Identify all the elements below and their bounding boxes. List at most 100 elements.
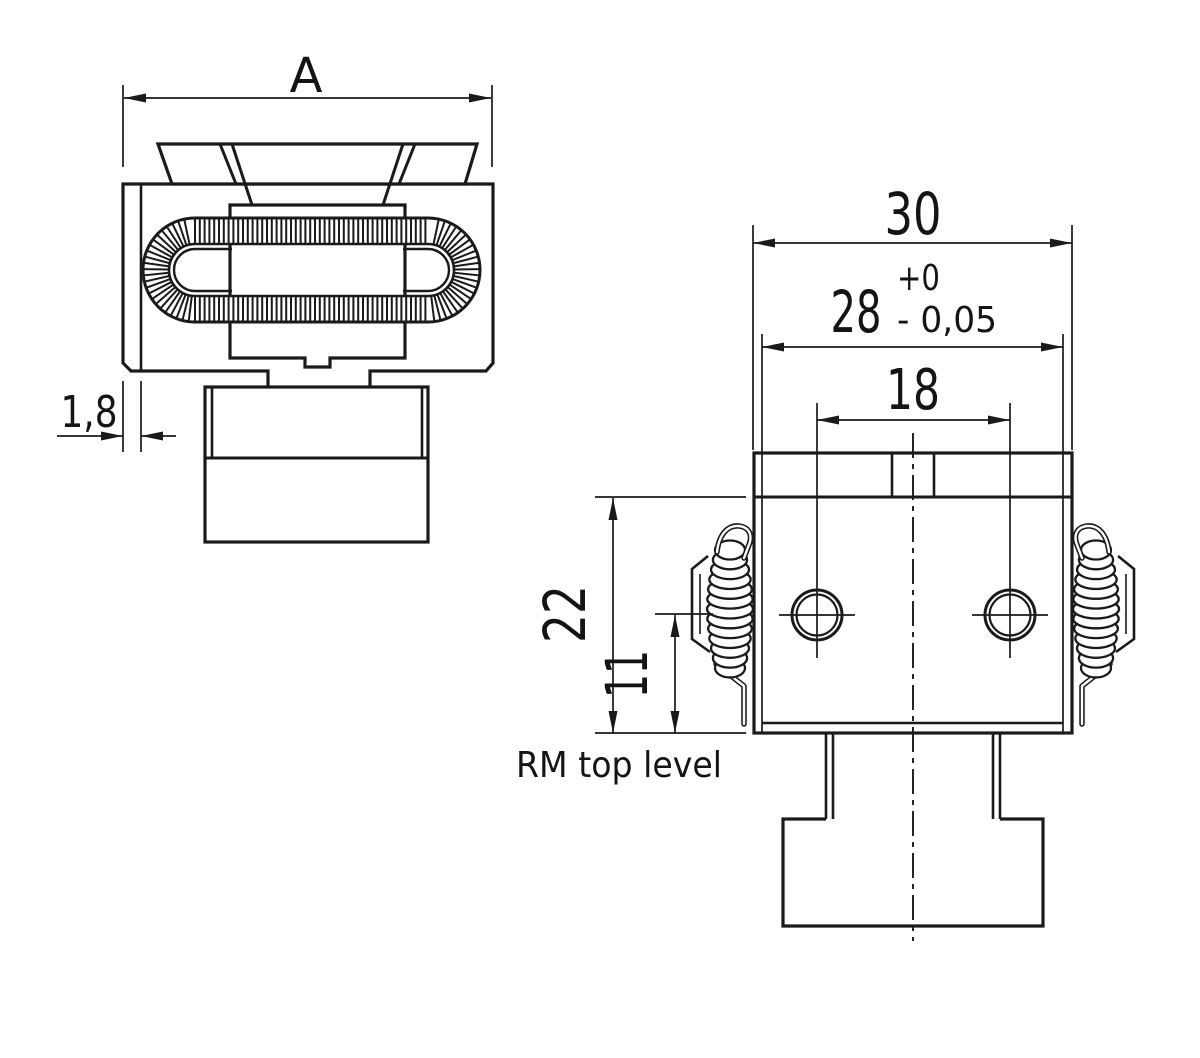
- coil-hatch-tick: [453, 271, 480, 277]
- arrowhead: [762, 342, 784, 352]
- garter-spring: [141, 216, 482, 324]
- arrowhead: [753, 238, 775, 248]
- dimension-18: 18: [779, 358, 1048, 658]
- coil-hatch-tick: [164, 290, 181, 314]
- arrowhead: [124, 93, 146, 103]
- front-view: 30 28 +0 - 0,05 18 22: [516, 180, 1136, 941]
- spring-hook-wire-core: [1074, 524, 1111, 560]
- coil-hatch-tick: [143, 271, 170, 277]
- arrowhead: [1041, 342, 1063, 352]
- coil-hatch-tick: [175, 293, 187, 319]
- dimension-22: 22: [531, 496, 746, 733]
- coil-window-mask: [232, 246, 403, 294]
- arrowhead: [608, 711, 618, 733]
- dim-11-label: 11: [593, 650, 661, 698]
- arrowhead: [670, 615, 680, 637]
- spring-clip-tab: [690, 554, 711, 654]
- arrowhead: [670, 711, 680, 733]
- coil-hatch-tick: [450, 243, 474, 259]
- coil-hatch-tick: [187, 295, 193, 322]
- side-spring-left: [690, 523, 755, 727]
- coil-hatch-tick: [441, 225, 458, 249]
- coil-hatch-tick: [144, 274, 170, 283]
- coil-hatch-tick: [444, 288, 464, 310]
- dim-a-label: A: [290, 48, 323, 104]
- coil-hatch-tick: [446, 233, 467, 253]
- side-spring-right-content: [1071, 523, 1136, 727]
- coil-hatch-tick: [183, 218, 191, 245]
- funnel-wing-edge-left: [218, 143, 238, 185]
- coil-hatch-tick: [143, 261, 170, 268]
- arrowhead: [988, 415, 1010, 425]
- coil-hatch-tick: [438, 222, 452, 248]
- coil-hatch-tick: [452, 255, 479, 265]
- rm-top-level-label: RM top level: [516, 745, 722, 786]
- dimension-a: A: [122, 48, 493, 167]
- spring-coil: [1071, 539, 1121, 679]
- rm-top-level-annotation: RM top level: [516, 732, 746, 786]
- coil-hatch-tick: [442, 290, 459, 314]
- arrowhead: [141, 431, 163, 441]
- coil-hatch-tick: [156, 233, 177, 253]
- dim-30-label: 30: [885, 180, 942, 248]
- coil-hatch-tick: [448, 238, 471, 256]
- coil-hatch-tick: [165, 225, 182, 249]
- coil-outer-outline: [141, 216, 482, 324]
- coil-hatch-tick: [171, 222, 185, 248]
- spring-clip-tab: [1115, 554, 1136, 654]
- funnel-trapezoid: [155, 142, 480, 186]
- lower-block: [203, 385, 430, 544]
- coil-hatch-tick: [148, 280, 173, 295]
- coil-hatch-tick: [453, 261, 480, 268]
- coil-hatch-tick: [436, 293, 448, 319]
- funnel-wing-edge-right: [397, 143, 417, 185]
- coil-hatch-tick: [149, 243, 173, 259]
- dimension-1-8: 1,8: [57, 381, 176, 452]
- coil-hatch-tick: [151, 283, 175, 300]
- dimension-30: 30: [752, 180, 1073, 450]
- arrowhead: [608, 498, 618, 520]
- coil-hatch-tick: [430, 295, 436, 322]
- coil-hatch-tick: [152, 238, 175, 256]
- dim-1-8-label: 1,8: [61, 387, 118, 438]
- coil-hatch-tick: [446, 286, 468, 305]
- coil-hatch-tick: [155, 286, 177, 305]
- coil-hatch-tick: [177, 220, 188, 246]
- spring-hook-wire-core: [715, 524, 752, 560]
- coil-hatch-tick: [453, 274, 479, 283]
- coil-hatch-tick: [160, 229, 180, 251]
- coil-hatch-tick: [144, 255, 171, 265]
- dimension-28: 28 +0 - 0,05: [762, 258, 1063, 352]
- arrowhead: [469, 93, 491, 103]
- coil-hatch-tick: [443, 229, 463, 251]
- coil-hatch-tick: [451, 249, 477, 262]
- coil-hatch-tick: [145, 277, 171, 289]
- dim-28-tolerance-lower: - 0,05: [897, 300, 997, 341]
- arrowhead: [817, 415, 839, 425]
- coil-hatch-tick: [432, 218, 440, 245]
- left-side-view: A 1,8: [57, 48, 495, 544]
- funnel-chute-edge-left: [230, 143, 254, 206]
- coil-hatch-tick: [169, 292, 184, 317]
- side-spring-right: [1071, 523, 1136, 727]
- arrowhead: [101, 431, 123, 441]
- coil-hatch-tick: [433, 294, 442, 321]
- dimension-11: 11: [593, 613, 713, 733]
- base-pedestal: [781, 817, 1045, 928]
- coil-inner-outline: [167, 242, 456, 298]
- dim-28-tolerance-upper: +0: [897, 258, 940, 299]
- dim-18-label: 18: [886, 358, 940, 423]
- arrowhead: [1050, 238, 1072, 248]
- coil-hatch-tick: [450, 280, 475, 295]
- coil-hatch-tick: [448, 283, 472, 300]
- coil-hatch-tick: [181, 294, 190, 321]
- coil-hatch-tick: [146, 249, 172, 262]
- coil-hatch-tick: [439, 292, 454, 317]
- coil-hatch-tick: [452, 277, 478, 289]
- dim-22-label: 22: [531, 585, 599, 643]
- coil-inner-outline-2: [172, 247, 451, 293]
- dim-28-label: 28: [831, 278, 882, 346]
- coil-hatch-tick: [159, 288, 179, 310]
